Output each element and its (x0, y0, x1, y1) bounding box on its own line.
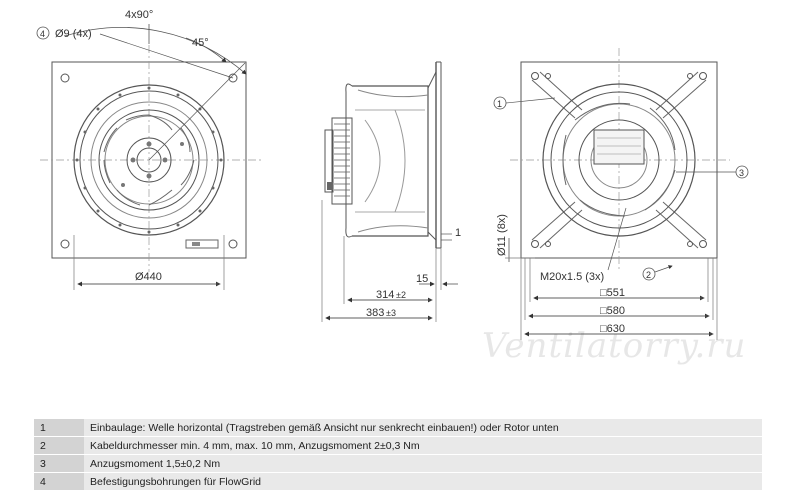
hole-callout-label: Ø9 (4x) (55, 28, 92, 40)
side-callout-1: 1 (455, 227, 461, 239)
table-row: 1 Einbaulage: Welle horizontal (Tragstre… (34, 419, 762, 437)
dim-580-label: □580 (600, 305, 625, 317)
rear-callout-2: 2 (646, 270, 651, 280)
angle-pattern-label: 4x90° (125, 9, 153, 21)
table-row: 4 Befestigungsbohrungen für FlowGrid (34, 472, 762, 491)
angle-label: 45° (192, 37, 209, 49)
note-text: Befestigungsbohrungen für FlowGrid (84, 472, 762, 491)
depth-383-label: 383 (366, 307, 384, 319)
note-number: 1 (34, 419, 84, 437)
technical-drawing: Ventilatorry.ru (36, 9, 749, 366)
dim-551-label: □551 (600, 287, 625, 299)
hole-callout-num: 4 (40, 29, 45, 39)
table-row: 2 Kabeldurchmesser min. 4 mm, max. 10 mm… (34, 436, 762, 455)
rear-ring-outer (542, 83, 696, 237)
depth-383-tol: ±3 (386, 308, 396, 318)
note-text: Kabeldurchmesser min. 4 mm, max. 10 mm, … (84, 436, 762, 455)
rear-callout-3: 3 (739, 168, 744, 178)
diameter-label: Ø440 (135, 271, 162, 283)
table-row: 3 Anzugsmoment 1,5±0,2 Nm (34, 454, 762, 473)
terminal-box (593, 129, 645, 165)
ring-bolts (75, 86, 223, 234)
note-number: 4 (34, 472, 84, 491)
depth-314-tol: ±2 (396, 290, 406, 300)
flange-label: 15 (416, 273, 428, 285)
hole-dim-label: Ø11 (8x) (496, 214, 508, 256)
hub (126, 137, 172, 183)
depth-314-label: 314 (376, 289, 394, 301)
note-number: 2 (34, 436, 84, 455)
impeller-blades (103, 114, 195, 206)
rear-callout-1: 1 (497, 99, 502, 109)
side-view (321, 61, 458, 322)
dim-630-label: □630 (600, 323, 625, 335)
note-text: Anzugsmoment 1,5±0,2 Nm (84, 454, 762, 473)
inlet-ring-outer (73, 84, 225, 236)
note-text: Einbaulage: Welle horizontal (Tragstrebe… (84, 419, 762, 437)
rear-blades (562, 102, 676, 217)
front-view (40, 24, 262, 290)
corner-holes (60, 73, 238, 249)
notes-table: 1 Einbaulage: Welle horizontal (Tragstre… (34, 419, 762, 491)
note-number: 3 (34, 454, 84, 473)
callout-circle-4 (36, 26, 50, 40)
rear-view (505, 48, 736, 340)
thread-label: M20x1.5 (3x) (540, 271, 604, 283)
